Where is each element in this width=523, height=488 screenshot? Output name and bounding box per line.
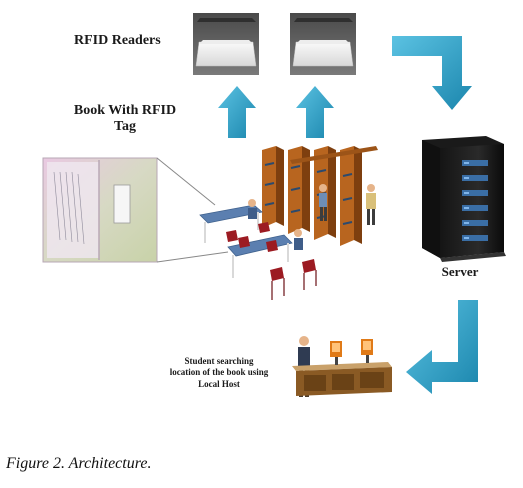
figure-caption: Figure 2. Architecture. bbox=[6, 455, 151, 473]
zoom-lines bbox=[156, 157, 229, 263]
caption-text: Architecture. bbox=[68, 455, 152, 472]
arrow-icon bbox=[296, 86, 334, 138]
student-label: Student searching location of the book u… bbox=[160, 356, 278, 390]
book-tag-label-line2: Tag bbox=[113, 119, 137, 135]
arrow-icon bbox=[218, 86, 256, 138]
arrow-icon bbox=[392, 36, 472, 110]
book-icon bbox=[42, 157, 158, 263]
rfid-readers-label: RFID Readers bbox=[74, 33, 161, 48]
server-icon bbox=[422, 136, 506, 262]
server-label: Server bbox=[441, 264, 479, 279]
rfid-reader-icon bbox=[290, 13, 356, 75]
student-label-line3: Local Host bbox=[198, 378, 240, 389]
caption-figure-number: Figure 2. bbox=[6, 455, 65, 472]
book-tag-label-line1: Book With RFID bbox=[73, 103, 177, 118]
library-icon bbox=[199, 146, 378, 300]
arrow-icon bbox=[406, 300, 478, 394]
book-tag-label: Book With RFID Tag bbox=[50, 103, 200, 135]
student-label-line2: location of the book using bbox=[169, 367, 269, 378]
kiosk-icon bbox=[292, 336, 392, 397]
student-label-line1: Student searching bbox=[184, 356, 254, 366]
rfid-reader-icon bbox=[193, 13, 259, 75]
